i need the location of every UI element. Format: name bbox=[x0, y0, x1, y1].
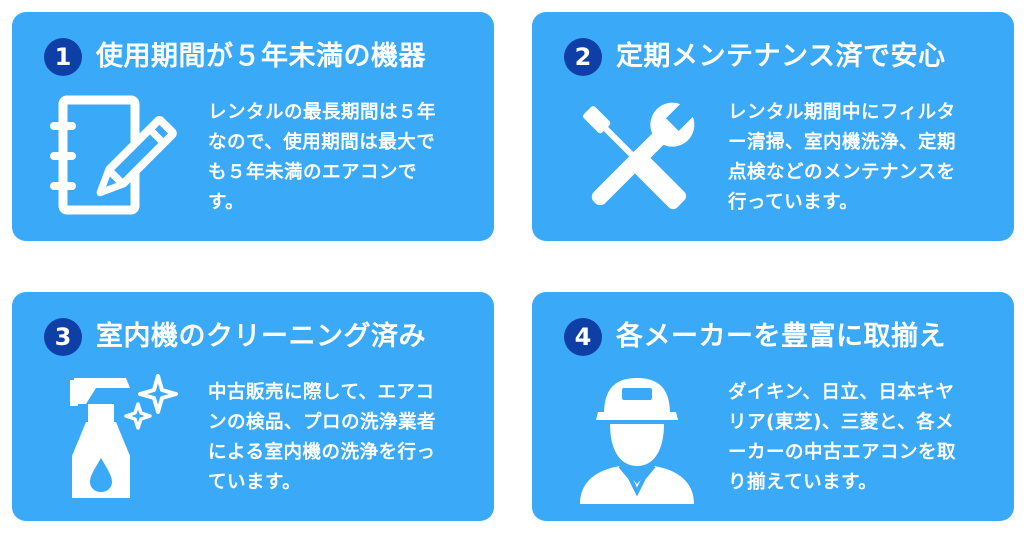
description-line: 中古販売に際して、エアコ bbox=[208, 382, 435, 403]
description-line: ーカーの中古エアコンを取 bbox=[728, 442, 957, 463]
card-title: 使用期間が５年未満の機器 bbox=[96, 41, 426, 72]
description-line: 点検などのメンテナンスを bbox=[728, 162, 956, 183]
description-line: ています。 bbox=[208, 472, 302, 493]
feature-card-maintenance: 2 定期メンテナンス済で安心 レンタル期間中にフィルタ ー清掃、室内機洗浄、定期… bbox=[532, 12, 1014, 241]
description-line: レンタルの最長期間は５年 bbox=[208, 102, 437, 123]
card-title: 各メーカーを豊富に取揃え bbox=[616, 321, 946, 352]
number-badge: 3 bbox=[44, 318, 82, 356]
card-title: 定期メンテナンス済で安心 bbox=[616, 41, 946, 72]
card-description: レンタル期間中にフィルタ ー清掃、室内機洗浄、定期 点検などのメンテナンスを 行… bbox=[728, 98, 990, 218]
description-line: 行っています。 bbox=[728, 192, 859, 213]
number-badge: 4 bbox=[564, 318, 602, 356]
notebook-pencil-icon bbox=[46, 94, 188, 226]
feature-card-makers: 4 各メーカーを豊富に取揃え ダイキン、日立、日本キヤ リア(東芝)、三菱と、各… bbox=[532, 292, 1014, 521]
card-title: 室内機のクリーニング済み bbox=[96, 321, 426, 352]
number-badge: 1 bbox=[44, 38, 82, 76]
number-badge: 2 bbox=[564, 38, 602, 76]
technician-icon bbox=[566, 374, 708, 506]
description-line: り揃えています。 bbox=[728, 472, 878, 493]
description-line: ダイキン、日立、日本キヤ bbox=[728, 382, 955, 403]
feature-card-short-usage: 1 使用期間が５年未満の機器 レンタルの最長期間は５年 なので、使用期間は最大で… bbox=[12, 12, 494, 241]
description-line: ー清掃、室内機洗浄、定期 bbox=[728, 132, 957, 153]
screwdriver-wrench-icon bbox=[566, 94, 708, 226]
card-description: レンタルの最長期間は５年 なので、使用期間は最大で も５年未満のエアコンで す。 bbox=[208, 98, 470, 218]
description-line: す。 bbox=[208, 192, 245, 213]
spray-bottle-sparkle-icon bbox=[46, 374, 188, 506]
description-line: なので、使用期間は最大で bbox=[208, 132, 436, 153]
description-line: による室内機の洗浄を行っ bbox=[208, 442, 436, 463]
description-line: も５年未満のエアコンで bbox=[208, 162, 418, 183]
description-line: ンの検品、プロの洗浄業者 bbox=[208, 412, 437, 433]
card-description: ダイキン、日立、日本キヤ リア(東芝)、三菱と、各メ ーカーの中古エアコンを取 … bbox=[728, 378, 990, 498]
card-description: 中古販売に際して、エアコ ンの検品、プロの洗浄業者 による室内機の洗浄を行っ て… bbox=[208, 378, 470, 498]
feature-card-cleaning: 3 室内機のクリーニング済み 中古販売に際して、エアコ ンの検品、プロの洗浄業者… bbox=[12, 292, 494, 521]
description-line: レンタル期間中にフィルタ bbox=[728, 102, 956, 123]
description-line: リア(東芝)、三菱と、各メ bbox=[728, 412, 955, 433]
